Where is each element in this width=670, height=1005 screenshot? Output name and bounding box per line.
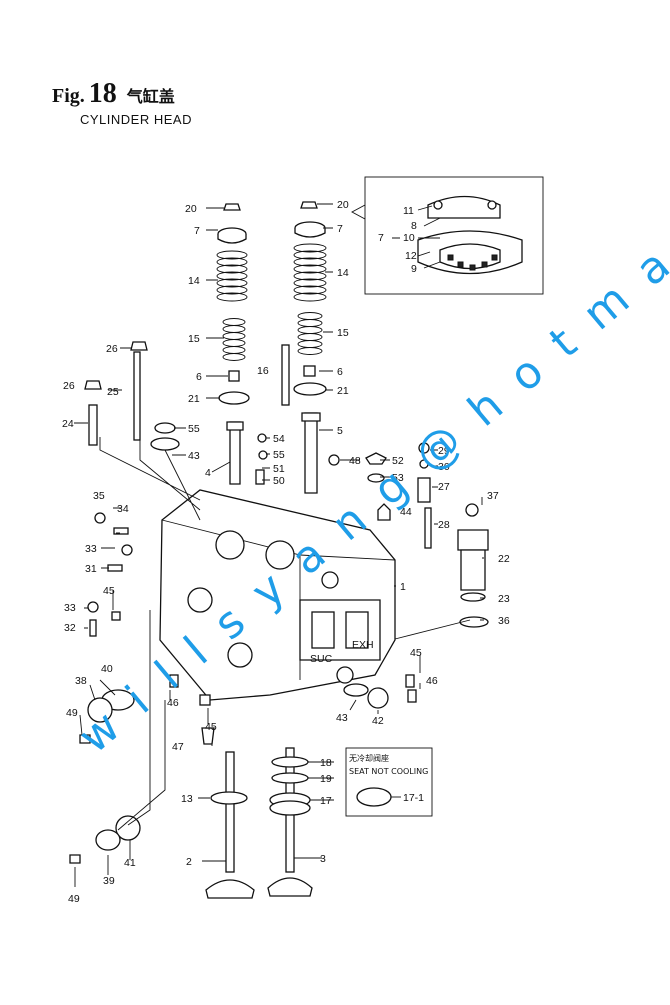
callout-34: 34 (117, 503, 129, 515)
callout-49-upper: 49 (66, 707, 78, 719)
callout-1: 1 (400, 581, 406, 593)
seat-not-cooling-inset: 无冷却阀座 SEAT NOT COOLING 17-1 (345, 747, 433, 817)
callout-6-left: 6 (196, 371, 202, 383)
callout-33-upper: 33 (85, 543, 97, 555)
callout-23: 23 (498, 593, 510, 605)
callout-20-left: 20 (185, 203, 197, 215)
callout-48: 48 (349, 455, 361, 467)
callout-25: 25 (107, 386, 119, 398)
callout-38: 38 (75, 675, 87, 687)
callout-55-left: 55 (188, 423, 200, 435)
callout-19: 19 (320, 773, 332, 785)
callout-5: 5 (337, 425, 343, 437)
callout-17: 17 (320, 795, 332, 807)
callout-47: 47 (172, 741, 184, 753)
callout-31: 31 (85, 563, 97, 575)
inset-label-7: 7 (378, 232, 384, 244)
callout-42: 42 (372, 715, 384, 727)
figure-title-en: CYLINDER HEAD (80, 112, 192, 127)
callout-28: 28 (438, 519, 450, 531)
inset-label-9: 9 (411, 263, 417, 275)
callout-7-right: 7 (337, 223, 343, 235)
inset-label-10: 10 (403, 232, 415, 244)
inset-label-8: 8 (411, 220, 417, 232)
seat-inset-label: 17-1 (403, 792, 424, 804)
callout-51: 51 (273, 463, 285, 475)
head-studs (84, 341, 180, 451)
callout-54: 54 (273, 433, 285, 445)
callout-4: 4 (205, 467, 211, 479)
callout-6-right: 6 (337, 366, 343, 378)
callout-55-mid: 55 (273, 449, 285, 461)
callout-labels: 20 20 7 7 14 14 15 15 26 16 6 6 26 25 21… (62, 199, 510, 905)
callout-13: 13 (181, 793, 193, 805)
leader-lines (74, 203, 484, 887)
seat-inset-title-en: SEAT NOT COOLING (349, 767, 428, 776)
callout-2: 2 (186, 856, 192, 868)
right-valve-stack (281, 201, 327, 494)
callout-29: 29 (438, 445, 450, 457)
callout-7-left: 7 (194, 225, 200, 237)
port-label-suc: SUC (310, 653, 333, 665)
callout-21-right: 21 (337, 385, 349, 397)
callout-36: 36 (498, 615, 510, 627)
callout-43-lower: 43 (336, 712, 348, 724)
callout-53: 53 (392, 472, 404, 484)
callout-14-left: 14 (188, 275, 200, 287)
callout-32: 32 (64, 622, 76, 634)
lower-valves-and-seats (69, 747, 313, 899)
callout-49-lower: 49 (68, 893, 80, 905)
callout-40: 40 (101, 663, 113, 675)
valve-rotator-inset: 11 8 7 10 12 9 (351, 176, 544, 295)
seat-inset-title-cn: 无冷却阀座 (349, 753, 389, 763)
small-fittings (255, 433, 489, 628)
callout-24: 24 (62, 418, 74, 430)
inset-label-11: 11 (403, 205, 414, 217)
cylinder-head-block: SUC EXH (159, 489, 396, 701)
figure-title-cn: 气缸盖 (126, 87, 175, 106)
callout-3: 3 (320, 853, 326, 865)
callout-16: 16 (257, 365, 269, 377)
left-valve-stack (216, 203, 250, 485)
callout-43-upper: 43 (188, 450, 200, 462)
port-label-exh: EXH (352, 639, 374, 651)
callout-45-left: 45 (103, 585, 115, 597)
callout-33-lower: 33 (64, 602, 76, 614)
callout-22: 22 (498, 553, 510, 565)
callout-15-right: 15 (337, 327, 349, 339)
callout-45-lower: 45 (205, 721, 217, 733)
figure-header: Fig. 18 气缸盖 (52, 78, 175, 110)
inset-label-12: 12 (405, 250, 417, 262)
callout-39: 39 (103, 875, 115, 887)
callout-26-top: 26 (106, 343, 118, 355)
figure-prefix: Fig. (52, 85, 85, 107)
callout-26-left: 26 (63, 380, 75, 392)
callout-30: 30 (438, 461, 450, 473)
callout-44: 44 (400, 506, 412, 518)
callout-15-left: 15 (188, 333, 200, 345)
callout-21-left: 21 (188, 393, 200, 405)
figure-number: 18 (88, 78, 117, 109)
callout-20-right: 20 (337, 199, 349, 211)
callout-45-right: 45 (410, 647, 422, 659)
callout-35: 35 (93, 490, 105, 502)
callout-27: 27 (438, 481, 450, 493)
callout-50: 50 (273, 475, 285, 487)
callout-52: 52 (392, 455, 404, 467)
callout-46-right: 46 (426, 675, 438, 687)
callout-14-right: 14 (337, 267, 349, 279)
callout-18: 18 (320, 757, 332, 769)
callout-37: 37 (487, 490, 499, 502)
callout-46-left: 46 (167, 697, 179, 709)
callout-41: 41 (124, 857, 136, 869)
left-side-fittings (79, 512, 417, 745)
